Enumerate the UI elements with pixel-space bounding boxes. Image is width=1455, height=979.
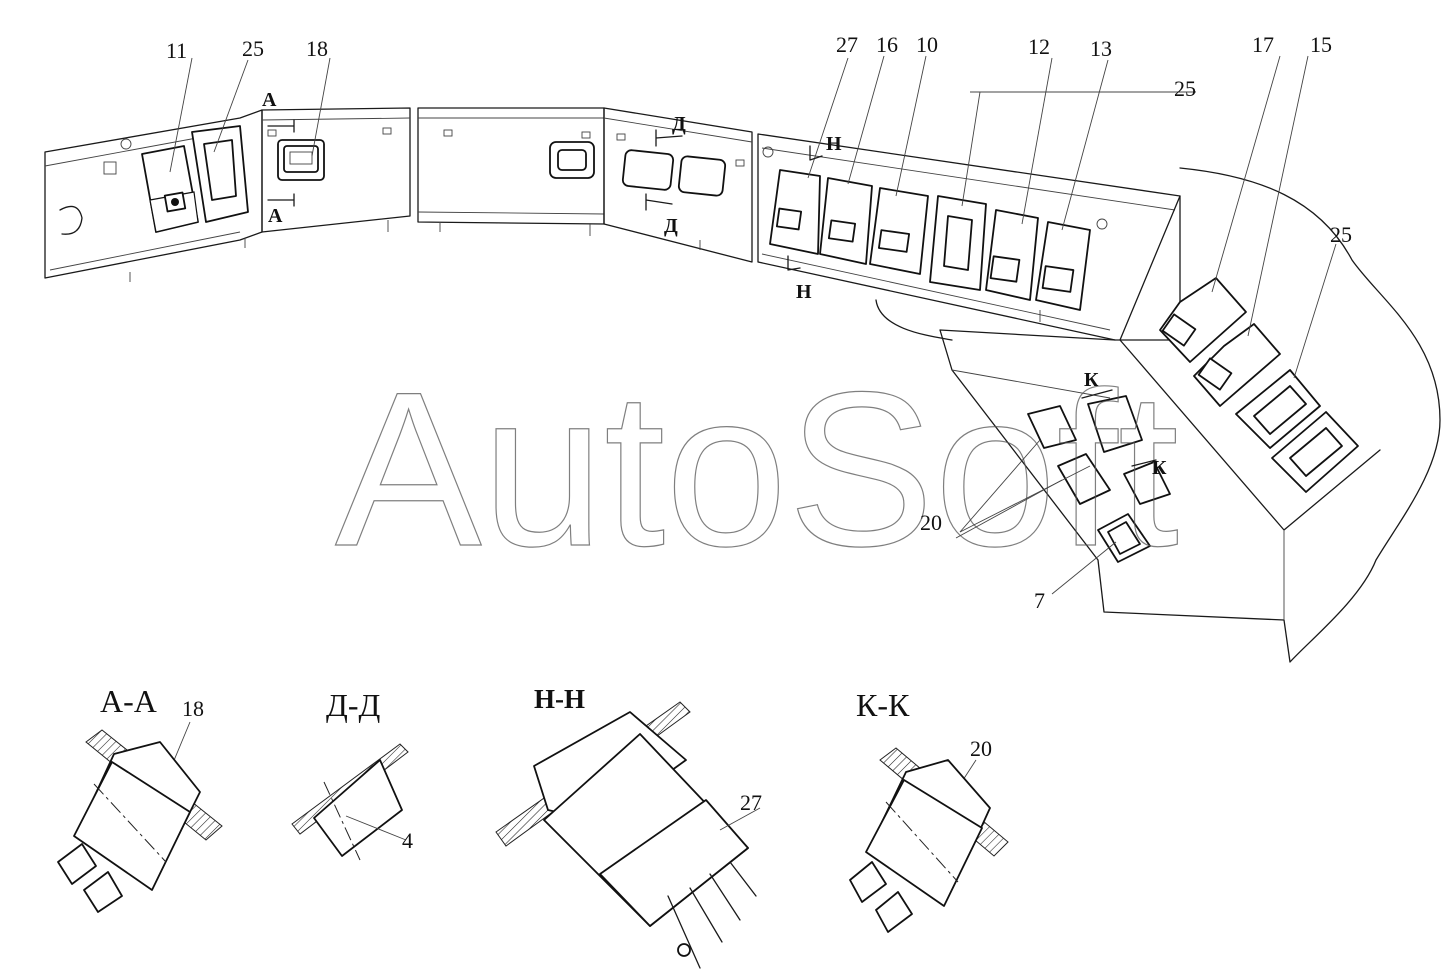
section-view-aa: А-А 18	[57, 683, 223, 913]
section-mark-d-top: Д	[672, 113, 686, 135]
switch-25-left	[191, 125, 249, 223]
switch-4-b	[621, 149, 727, 197]
callout-7: 7	[1034, 588, 1045, 613]
switch-11	[141, 145, 199, 233]
section-mark-k-bottom: К	[1152, 457, 1167, 479]
switch-15	[1193, 323, 1281, 407]
section-mark-h-bottom: Н	[796, 281, 812, 303]
callouts: 11 25 18 27 16 10 12 13 25 17 15 25 20 7	[166, 32, 1352, 613]
callout-16: 16	[876, 32, 898, 57]
section-title-aa: А-А	[100, 683, 157, 719]
watermark-text: AutoSoft	[335, 346, 1179, 592]
switch-27	[769, 169, 821, 255]
switch-20-group	[1027, 395, 1171, 505]
dashboard-panel	[44, 107, 1441, 663]
section-mark-k-top: К	[1084, 369, 1099, 391]
section-part-kk: 20	[970, 736, 992, 761]
switch-25-right	[1235, 369, 1359, 493]
callout-18: 18	[306, 36, 328, 61]
callout-27: 27	[836, 32, 858, 57]
switch-16	[819, 177, 873, 265]
section-view-hh: Н-Н 27	[495, 684, 762, 969]
callout-20: 20	[920, 510, 942, 535]
switch-4-a	[549, 141, 595, 179]
switch-25-mid	[929, 195, 987, 291]
switch-12	[985, 209, 1039, 301]
switch-17	[1159, 277, 1247, 363]
section-mark-h-top: Н	[826, 133, 842, 155]
section-part-dd: 4	[402, 828, 413, 853]
section-markers: А А Д Д Н Н К К	[262, 89, 1167, 479]
switch-13	[1035, 221, 1091, 311]
section-mark-a-bottom: А	[268, 205, 283, 227]
callout-13: 13	[1090, 36, 1112, 61]
section-title-dd: Д-Д	[326, 687, 380, 723]
section-view-kk: К-К 20	[849, 687, 1009, 933]
section-part-aa: 18	[182, 696, 204, 721]
callout-12: 12	[1028, 34, 1050, 59]
callout-25: 25	[1174, 76, 1196, 101]
callout-15: 15	[1310, 32, 1332, 57]
callout-25: 25	[1330, 222, 1352, 247]
section-view-dd: Д-Д 4	[291, 687, 413, 861]
switch-10	[869, 187, 929, 275]
leader-lines	[169, 55, 1337, 595]
callout-11: 11	[166, 38, 187, 63]
section-mark-d-bottom: Д	[664, 215, 678, 237]
callout-17: 17	[1252, 32, 1274, 57]
section-mark-a-top: А	[262, 89, 277, 111]
section-title-kk: К-К	[856, 687, 910, 723]
section-part-hh: 27	[740, 790, 762, 815]
callout-25: 25	[242, 36, 264, 61]
switch-18	[277, 139, 325, 181]
switch-7	[1097, 513, 1151, 563]
section-title-hh: Н-Н	[534, 684, 585, 714]
callout-10: 10	[916, 32, 938, 57]
